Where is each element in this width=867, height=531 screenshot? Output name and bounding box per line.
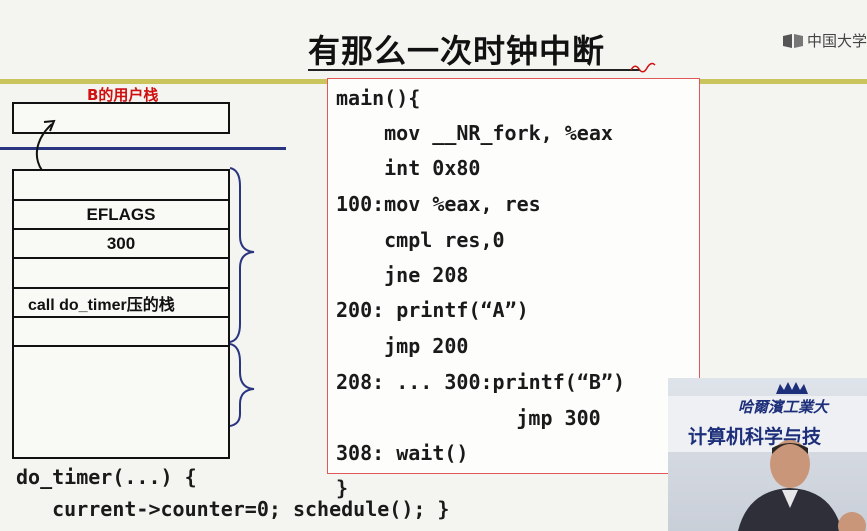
code-line: 208: ... 300:printf(“B”) bbox=[336, 370, 625, 394]
school-emblem-icon bbox=[776, 382, 808, 394]
code-line: 308: wait() bbox=[336, 441, 469, 465]
squiggle-decoration bbox=[630, 62, 656, 73]
code-line: mov __NR_fork, %eax bbox=[348, 121, 613, 145]
code-line: int 0x80 bbox=[348, 156, 481, 180]
code-panel bbox=[327, 78, 700, 474]
stack-cell bbox=[12, 259, 230, 289]
code-line: } bbox=[336, 476, 349, 500]
stack-cell bbox=[12, 318, 230, 347]
code-line: jmp 300 bbox=[408, 406, 601, 430]
code-line: jmp 200 bbox=[348, 334, 469, 358]
code-line: 200: printf(“A”) bbox=[336, 298, 529, 322]
stack-cell-eflags: EFLAGS bbox=[12, 201, 230, 230]
lecturer-video: 哈爾濱工業大 计算机科学与技 bbox=[668, 378, 867, 531]
user-stack: EFLAGS 300 call do_timer压的栈 bbox=[12, 169, 230, 459]
mooc-logo: 中国大学 bbox=[782, 30, 867, 51]
code-line: 100:mov %eax, res bbox=[336, 192, 541, 216]
slide-title: 有那么一次时钟中断 bbox=[308, 32, 606, 70]
bottom-code-line: do_timer(...) { bbox=[16, 465, 197, 489]
video-banner bbox=[668, 396, 867, 452]
video-school-name: 哈爾濱工業大 bbox=[738, 398, 829, 416]
stack-cell-300: 300 bbox=[12, 230, 230, 259]
stack-cell bbox=[12, 347, 230, 459]
code-line: cmpl res,0 bbox=[348, 228, 505, 252]
brace-icons bbox=[229, 167, 255, 427]
stack-label: B的用户栈 bbox=[87, 86, 159, 104]
logo-text: 中国大学 bbox=[807, 32, 867, 50]
navy-divider bbox=[0, 147, 286, 150]
stack-cell-call: call do_timer压的栈 bbox=[12, 289, 230, 318]
code-line: main(){ bbox=[336, 86, 421, 110]
book-icon bbox=[783, 33, 803, 48]
stack-cell bbox=[12, 169, 230, 201]
title-underline bbox=[308, 69, 640, 71]
code-line: jne 208 bbox=[348, 263, 469, 287]
bottom-code-line: current->counter=0; schedule(); } bbox=[16, 497, 450, 521]
lecturer-figure bbox=[738, 440, 866, 531]
